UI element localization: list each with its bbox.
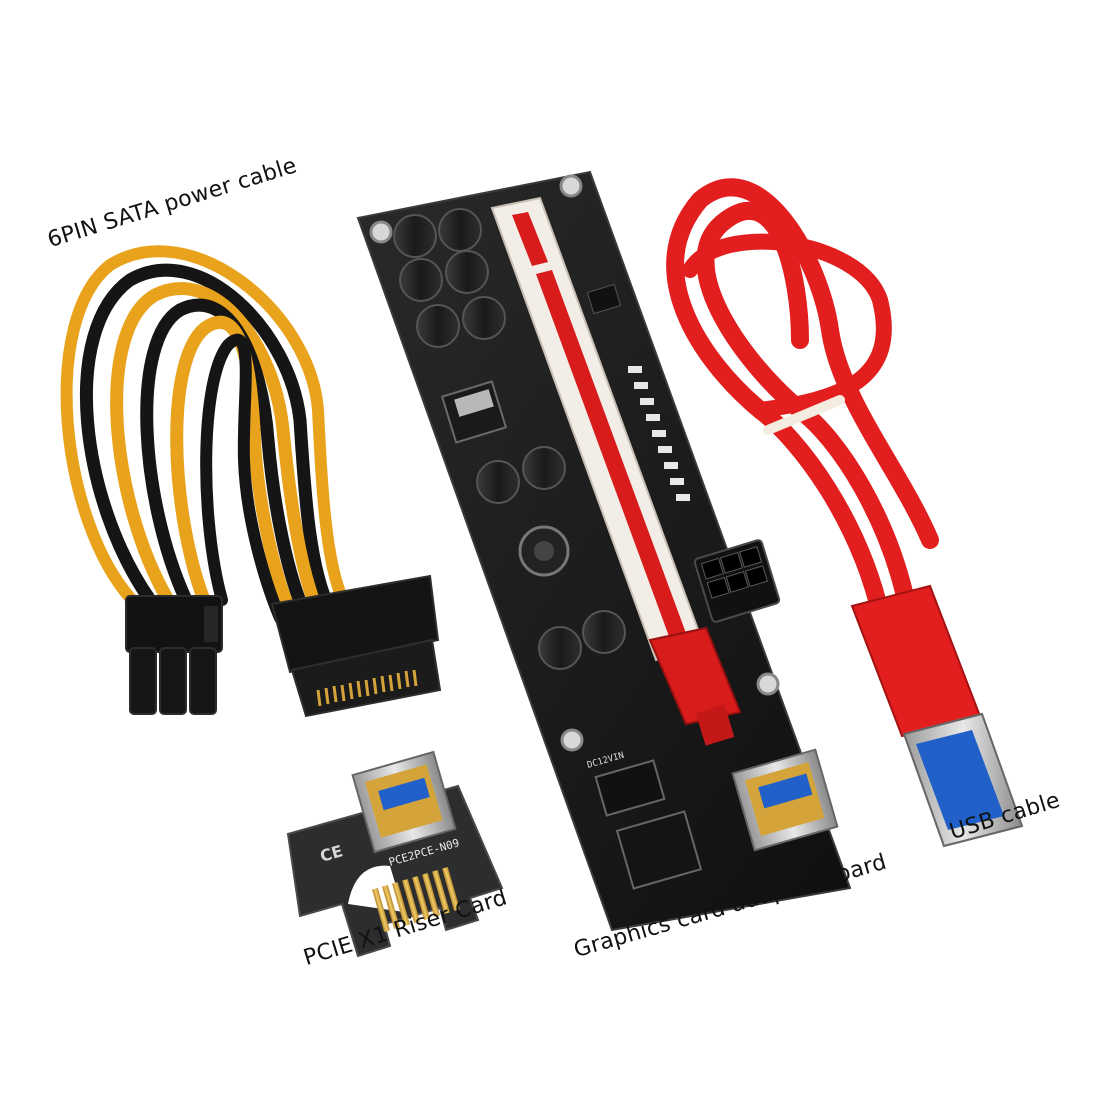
inductor — [518, 525, 570, 577]
voltage-regulator — [440, 380, 508, 444]
board-usb-port — [731, 748, 839, 852]
capacitors-bottom — [538, 610, 626, 670]
adapter-board: DC12VIN — [356, 170, 852, 932]
capacitors-top — [393, 208, 506, 348]
usb-plug — [850, 584, 1024, 848]
six-pin-connector — [125, 595, 223, 715]
sata-connector — [270, 574, 442, 718]
mounting-holes — [369, 174, 780, 752]
riser-card: CE PCE2PCE-N09 — [286, 750, 504, 958]
led-indicator-strip — [628, 366, 690, 501]
usb-cable — [666, 178, 939, 629]
riser-gold-fingers — [372, 867, 460, 932]
controller-chip — [586, 283, 622, 315]
board-power-connectors — [594, 759, 703, 890]
slot-latch — [648, 626, 742, 746]
capacitors-middle — [476, 446, 566, 504]
riser-usb-port — [351, 750, 457, 854]
sata-power-cable — [60, 245, 352, 624]
board-six-pin-socket — [693, 539, 781, 623]
sata-gold-pins — [316, 669, 418, 707]
